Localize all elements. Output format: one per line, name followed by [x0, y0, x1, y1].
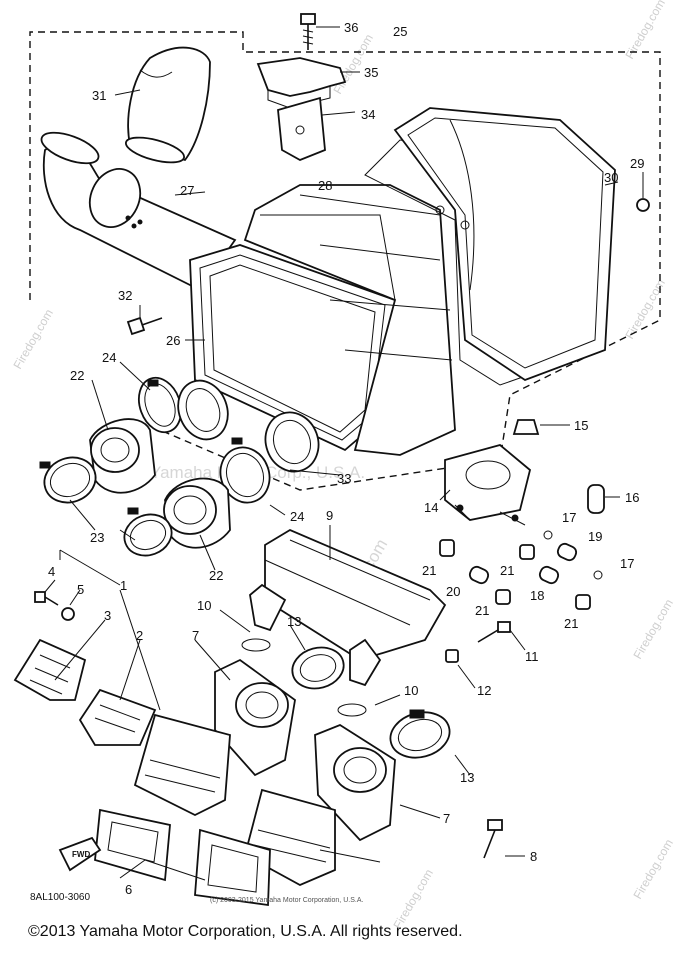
part-13-clamp-upper	[291, 646, 345, 690]
callout-16: 16	[625, 490, 639, 505]
callout-25: 25	[393, 24, 407, 39]
callout-15: 15	[574, 418, 588, 433]
callout-24-lower: 24	[290, 509, 304, 524]
part-24-clamp-upper	[138, 376, 182, 434]
callout-12: 12	[477, 683, 491, 698]
part-1-reed-valve-upper	[133, 713, 231, 817]
watermark-firedog-3: Firedog.com	[622, 277, 667, 342]
callout-19: 19	[588, 529, 602, 544]
part-4-screw	[34, 591, 59, 606]
part-31-duct	[125, 46, 211, 164]
diagram-code: 8AL100-3060	[30, 892, 90, 903]
callout-13-upper: 13	[287, 614, 301, 629]
callout-2: 2	[136, 628, 143, 643]
callout-labels: 1 2 3 4 5 6 7 7 8 9 10 10 11 12 13 13 14…	[48, 20, 644, 897]
callout-5: 5	[77, 582, 84, 597]
part-6-gasket-lower	[194, 828, 271, 907]
callout-11: 11	[525, 649, 539, 664]
callout-20: 20	[446, 584, 460, 599]
part-23-clamp-lower	[123, 507, 173, 557]
part-11-bolt	[477, 621, 511, 643]
part-23-clamp-upper	[39, 456, 97, 504]
callout-32: 32	[118, 288, 132, 303]
part-34-bracket	[277, 96, 326, 161]
part-15-cap	[512, 419, 540, 435]
callout-7-upper: 7	[192, 628, 199, 643]
part-33-airbox-body	[243, 184, 456, 456]
callout-22-upper: 22	[70, 368, 84, 383]
callout-31: 31	[92, 88, 106, 103]
part-22-joint-upper	[89, 418, 156, 494]
callout-27: 27	[180, 183, 194, 198]
callout-17-upper: 17	[562, 510, 576, 525]
part-8-bolt	[483, 819, 503, 859]
part-32-bolt	[126, 316, 163, 336]
callout-24-upper: 24	[102, 350, 116, 365]
watermark-firedog-7: Firedog.com	[390, 867, 435, 932]
callout-34: 34	[361, 107, 375, 122]
callout-18: 18	[530, 588, 544, 603]
hoses-17-21	[439, 530, 603, 610]
part-14-air-valve	[444, 444, 532, 526]
part-2-reed	[78, 688, 157, 746]
callout-10-lower: 10	[404, 683, 418, 698]
part-16-pipe	[587, 484, 605, 514]
callout-33: 33	[337, 471, 351, 486]
watermark-firedog-5: Firedog.com	[630, 597, 675, 662]
callout-3: 3	[104, 608, 111, 623]
part-9-manifold	[249, 528, 447, 687]
callout-8: 8	[530, 849, 537, 864]
callout-7-lower: 7	[443, 811, 450, 826]
part-24-clamp-lower	[219, 437, 271, 504]
callout-14: 14	[424, 500, 438, 515]
part-36-bolt	[300, 13, 316, 50]
part-3-reed-stopper	[13, 638, 87, 701]
callout-21-a: 21	[422, 563, 436, 578]
callout-28: 28	[318, 178, 332, 193]
part-27-intake-tube	[40, 131, 237, 292]
callout-4: 4	[48, 564, 55, 579]
callout-1: 1	[120, 578, 127, 593]
callout-21-d: 21	[564, 616, 578, 631]
callout-30: 30	[604, 170, 618, 185]
part-12-nut	[445, 649, 459, 663]
callout-9: 9	[326, 508, 333, 523]
part-26-intake-ring	[177, 379, 229, 441]
callout-23: 23	[90, 530, 104, 545]
callout-6: 6	[125, 882, 132, 897]
leader-lines	[44, 26, 644, 881]
callout-26: 26	[166, 333, 180, 348]
watermark-firedog-4: Firedog.com	[10, 307, 55, 372]
callout-36: 36	[344, 20, 358, 35]
part-33-intake-ring	[264, 411, 320, 473]
callout-21-b: 21	[500, 563, 514, 578]
callout-17-lower: 17	[620, 556, 634, 571]
part-13-clamp-lower	[389, 709, 451, 759]
part-7-joint-upper	[214, 658, 296, 777]
part-29-grommet	[636, 198, 650, 212]
part-5-stopper	[61, 607, 75, 621]
copyright-small: (c) 2003-2015 Yamaha Motor Corporation, …	[210, 897, 363, 904]
callout-35: 35	[364, 65, 378, 80]
callout-10-upper: 10	[197, 598, 211, 613]
part-30-airbox-lid	[393, 107, 616, 382]
fwd-arrow: FWD	[58, 836, 102, 872]
part-22-joint-lower	[163, 477, 231, 549]
part-10-oring-lower	[337, 703, 367, 717]
callout-22-lower: 22	[209, 568, 223, 583]
callout-13-lower: 13	[460, 770, 474, 785]
watermark-firedog-6: Firedog.com	[630, 837, 675, 902]
callout-21-c: 21	[475, 603, 489, 618]
fwd-label: FWD	[72, 850, 90, 859]
callout-29: 29	[630, 156, 644, 171]
copyright-footer: ©2013 Yamaha Motor Corporation, U.S.A. A…	[28, 923, 463, 940]
part-10-oring-upper	[241, 638, 271, 652]
